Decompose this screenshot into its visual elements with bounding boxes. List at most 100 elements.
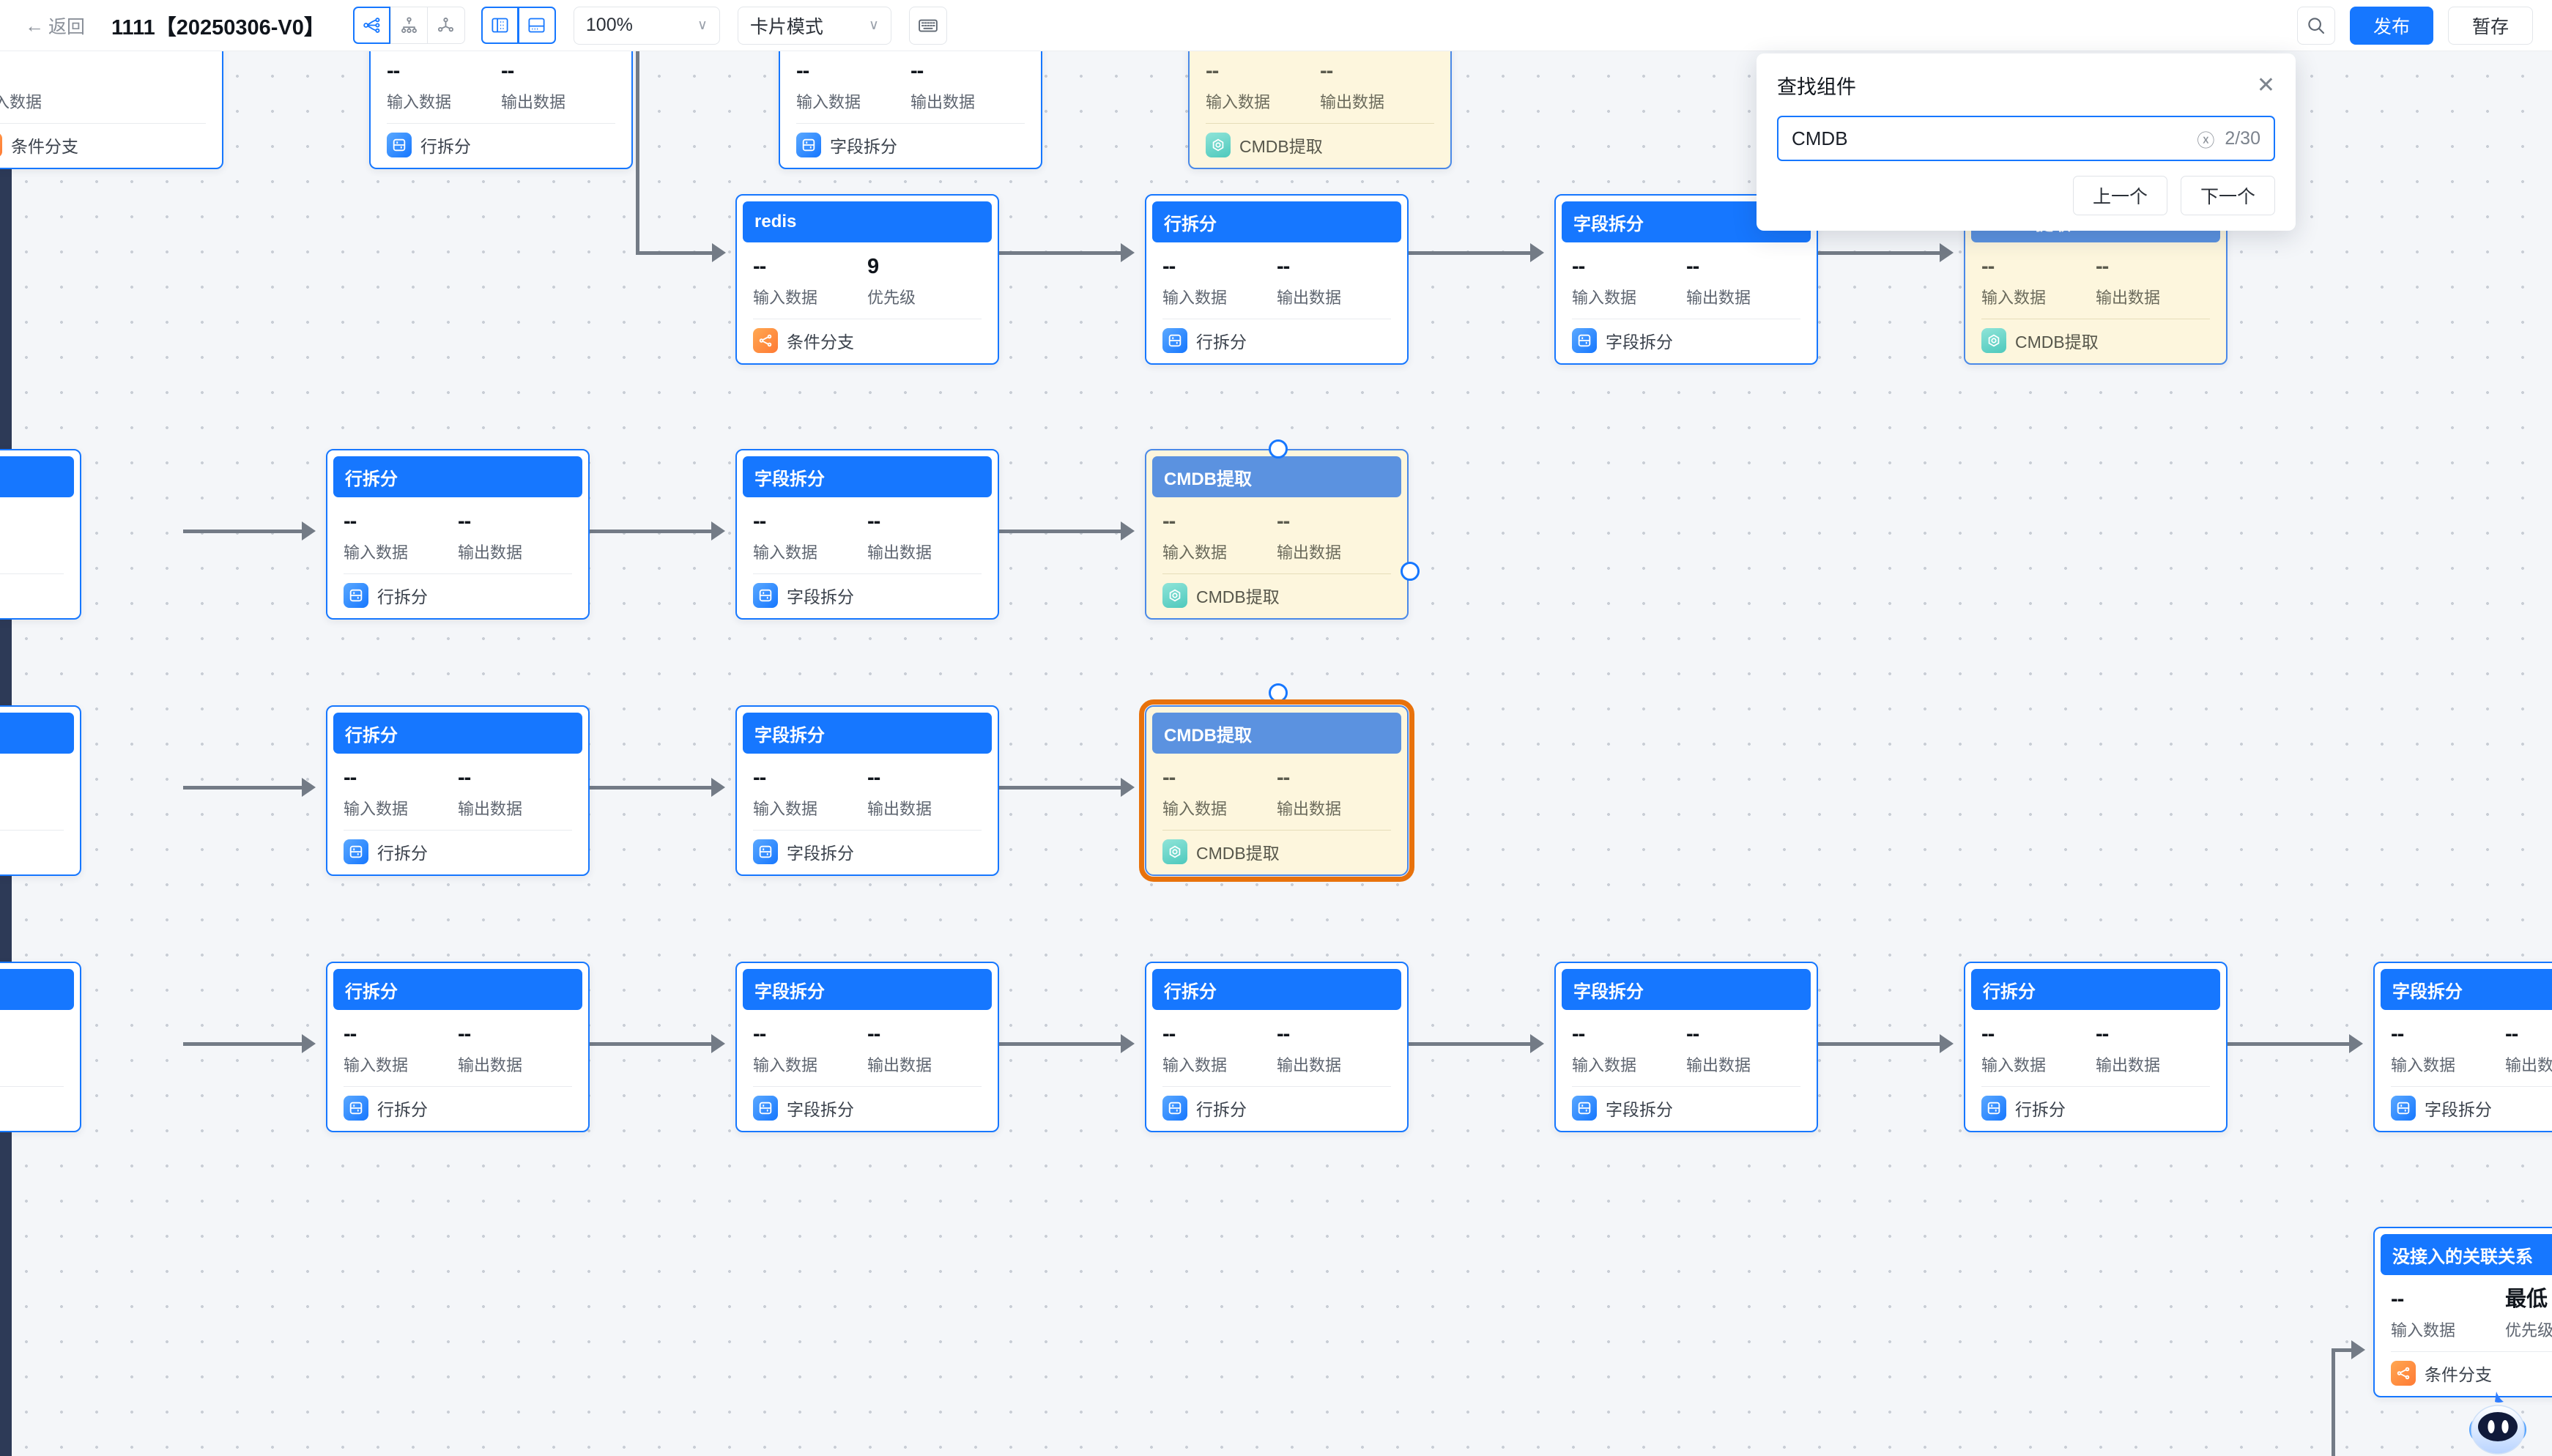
split-icon bbox=[753, 839, 778, 864]
node-type-row: CMDB提取 bbox=[1152, 574, 1401, 618]
flow-node[interactable]: 字段拆分--输入数据--输出数据字段拆分 bbox=[735, 962, 999, 1132]
flow-node[interactable]: --输入数据--输出数据行拆分 bbox=[369, 51, 633, 169]
bottom-panel-button[interactable] bbox=[518, 7, 556, 44]
node-stat-right-value: -- bbox=[1320, 59, 1333, 83]
node-stats: 2优先级 bbox=[0, 754, 74, 822]
split-icon bbox=[1162, 1096, 1187, 1121]
back-button[interactable]: ← 返回 bbox=[25, 12, 85, 39]
flow-node[interactable]: 1优先级分支 bbox=[0, 449, 81, 620]
node-title: 字段拆分 bbox=[743, 713, 992, 754]
node-port-top[interactable] bbox=[1269, 439, 1288, 458]
node-stat-left-label: 输入数据 bbox=[796, 93, 861, 111]
edge-arrow bbox=[711, 1034, 725, 1053]
flow-node[interactable]: 行拆分--输入数据--输出数据行拆分 bbox=[1145, 194, 1409, 365]
flow-node[interactable]: 行拆分--输入数据--输出数据行拆分 bbox=[326, 962, 590, 1132]
display-mode-select[interactable]: 卡片模式 ∨ bbox=[737, 6, 891, 45]
flow-node[interactable]: --输入数据条件分支 bbox=[0, 51, 223, 169]
keyboard-icon bbox=[919, 19, 938, 31]
node-type-row: 条件分支 bbox=[0, 124, 216, 168]
node-stat-left: --输入数据 bbox=[1981, 1022, 2096, 1076]
find-search-input[interactable]: CMDB ⓧ 2/30 bbox=[1777, 116, 2275, 161]
node-type-label: 行拆分 bbox=[377, 844, 428, 863]
node-stat-right-value: -- bbox=[1686, 255, 1699, 278]
node-stat-right-value: -- bbox=[1277, 255, 1290, 278]
graph-layout-icon bbox=[363, 18, 380, 33]
split-icon bbox=[796, 133, 821, 157]
node-stat-left-value: -- bbox=[796, 59, 809, 83]
keyboard-shortcuts-button[interactable] bbox=[908, 6, 947, 45]
node-divider bbox=[753, 573, 982, 574]
clear-circle-icon[interactable]: ⓧ bbox=[2197, 130, 2215, 151]
node-divider bbox=[0, 830, 64, 831]
ai-assistant-avatar bbox=[2469, 1392, 2526, 1455]
search-icon bbox=[2308, 17, 2325, 34]
edge-segment bbox=[2228, 1042, 2353, 1046]
node-port-bottom[interactable] bbox=[1269, 683, 1288, 702]
node-stats: --输入数据--输出数据 bbox=[333, 497, 582, 566]
flow-node[interactable]: 2优先级分支 bbox=[0, 705, 81, 876]
node-stat-left-label: 输入数据 bbox=[1206, 93, 1271, 111]
node-type-label: CMDB提取 bbox=[1196, 844, 1280, 863]
node-stat-right: 最低优先级 bbox=[2505, 1288, 2552, 1341]
flow-node[interactable]: 行拆分--输入数据--输出数据行拆分 bbox=[326, 705, 590, 876]
graph-layout-button[interactable] bbox=[352, 7, 390, 44]
node-stats: --输入数据--输出数 bbox=[2381, 1010, 2552, 1079]
flow-canvas[interactable]: --输入数据条件分支--输入数据--输出数据行拆分--输入数据--输出数据字段拆… bbox=[0, 51, 2552, 1456]
node-stat-right-value: -- bbox=[2096, 1022, 2109, 1046]
close-icon[interactable]: ✕ bbox=[2256, 73, 2275, 97]
flow-node[interactable]: 样+主机拓扑关系3优先级分支 bbox=[0, 962, 81, 1132]
node-port-right[interactable] bbox=[1401, 562, 1420, 581]
flow-node[interactable]: 没接入的关联关系--输入数据最低优先级条件分支 bbox=[2373, 1227, 2552, 1397]
find-next-button[interactable]: 下一个 bbox=[2180, 176, 2275, 215]
flow-node[interactable]: 字段拆分--输入数据--输出数据字段拆分 bbox=[1554, 962, 1818, 1132]
node-divider bbox=[387, 123, 615, 124]
node-stat-right-label: 输出数据 bbox=[458, 1056, 523, 1074]
node-stat-left-label: 输入数据 bbox=[753, 543, 818, 562]
flow-node[interactable]: 行拆分--输入数据--输出数据行拆分 bbox=[326, 449, 590, 620]
zoom-select[interactable]: 100% ∨ bbox=[573, 6, 720, 45]
search-button[interactable] bbox=[2296, 6, 2335, 45]
flow-node[interactable]: 行拆分--输入数据--输出数据行拆分 bbox=[1964, 962, 2228, 1132]
flow-node[interactable]: 字段拆分--输入数据--输出数据字段拆分 bbox=[735, 705, 999, 876]
tree-layout-button[interactable] bbox=[390, 7, 428, 44]
node-stat-right bbox=[0, 767, 64, 820]
node-title: CMDB提取 bbox=[1152, 713, 1401, 754]
node-stats: --输入数据--输出数据 bbox=[1971, 1010, 2220, 1079]
flow-node[interactable]: 行拆分--输入数据--输出数据行拆分 bbox=[1145, 962, 1409, 1132]
ai-assistant-button[interactable] bbox=[2463, 1387, 2533, 1456]
edge-segment bbox=[999, 530, 1125, 533]
side-panel-button[interactable] bbox=[481, 7, 519, 44]
node-title: 行拆分 bbox=[333, 969, 582, 1010]
save-draft-button[interactable]: 暂存 bbox=[2447, 6, 2533, 45]
node-stat-left: --输入数据 bbox=[753, 510, 867, 563]
find-prev-button[interactable]: 上一个 bbox=[2072, 176, 2167, 215]
flow-node[interactable]: 字段拆分--输入数据--输出数据字段拆分 bbox=[735, 449, 999, 620]
node-stats: --输入数据--输出数据 bbox=[377, 51, 626, 116]
node-stat-left: --输入数据 bbox=[753, 1022, 867, 1076]
node-stats: --输入数据--输出数据 bbox=[743, 497, 992, 566]
flow-node[interactable]: --输入数据--输出数据字段拆分 bbox=[779, 51, 1042, 169]
node-title: 行拆分 bbox=[1152, 201, 1401, 242]
split-icon bbox=[344, 839, 368, 864]
node-type-label: 字段拆分 bbox=[1606, 333, 1673, 352]
edge-segment bbox=[999, 786, 1125, 790]
node-stat-right-label: 输出数据 bbox=[1277, 289, 1342, 307]
publish-button[interactable]: 发布 bbox=[2349, 6, 2433, 45]
node-type-row: 行拆分 bbox=[1152, 319, 1401, 363]
node-stat-left: --输入数据 bbox=[0, 60, 92, 113]
chevron-down-icon: ∨ bbox=[697, 18, 708, 33]
layout-mode-group bbox=[352, 7, 465, 44]
flow-node[interactable]: 字段拆分--输入数据--输出数字段拆分 bbox=[2373, 962, 2552, 1132]
node-stat-right: --输出数据 bbox=[867, 510, 982, 563]
edge-arrow bbox=[302, 1034, 316, 1053]
edge-arrow bbox=[2351, 1340, 2365, 1359]
node-stat-right: -- 输出数据 bbox=[1277, 255, 1391, 308]
edge-segment bbox=[590, 530, 716, 533]
radial-layout-button[interactable] bbox=[427, 7, 465, 44]
node-stat-left: --输入数据 bbox=[344, 766, 458, 820]
node-stats: --输入数据--输出数据 bbox=[743, 754, 992, 822]
